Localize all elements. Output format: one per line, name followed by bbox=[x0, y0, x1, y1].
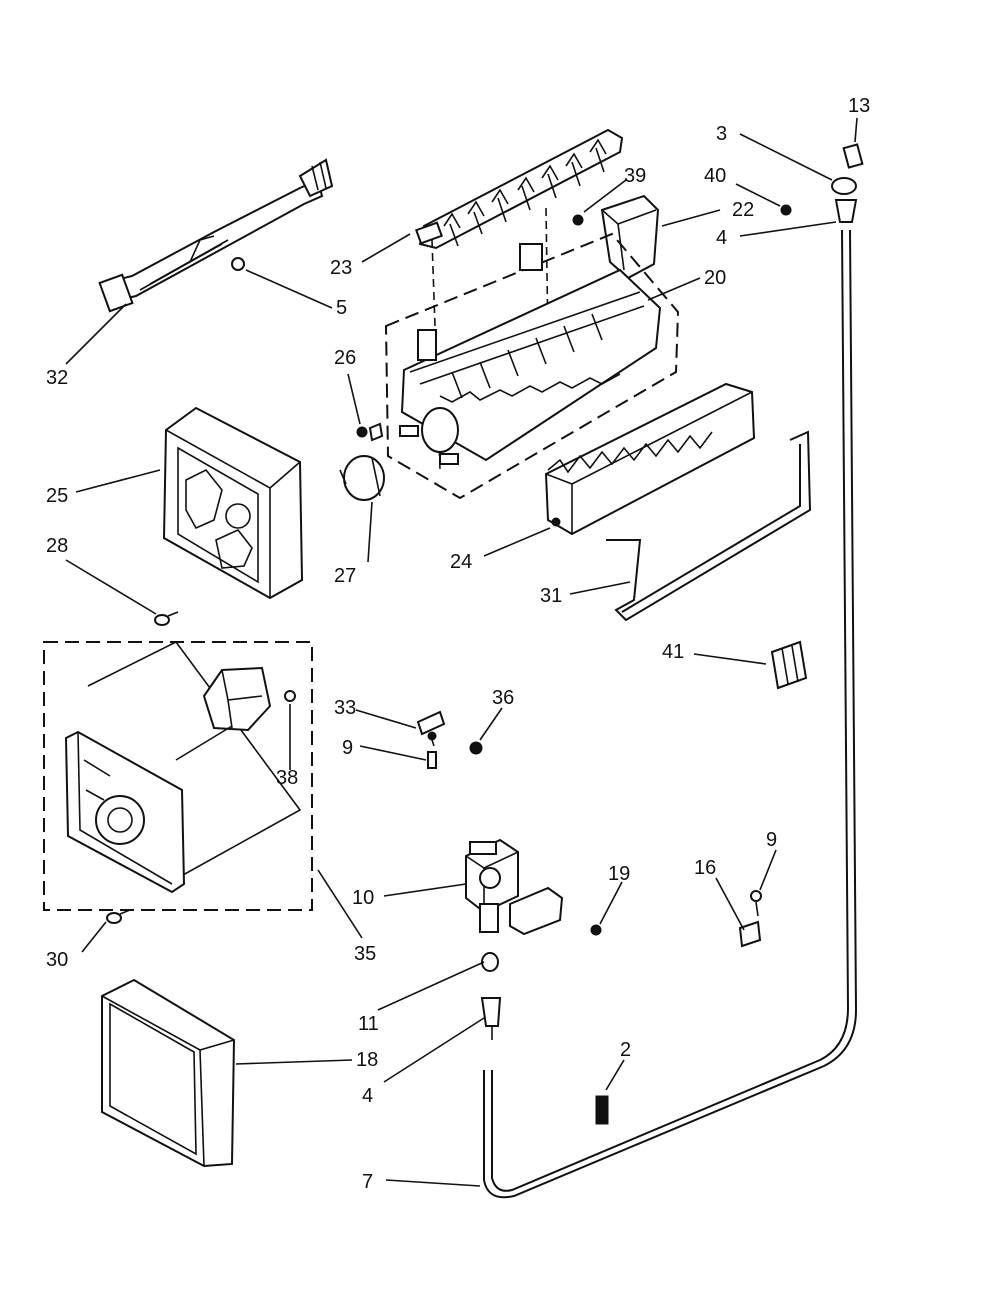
callout-26: 26 bbox=[334, 347, 356, 369]
part-36-screw bbox=[469, 741, 483, 755]
callout-39: 39 bbox=[624, 165, 646, 187]
part-7-water-tube bbox=[483, 229, 858, 1199]
callout-9-upper: 9 bbox=[342, 737, 353, 759]
part-26-screw bbox=[356, 422, 384, 442]
callout-31: 31 bbox=[540, 585, 562, 607]
part-20-ice-mold bbox=[384, 232, 680, 500]
callout-13: 13 bbox=[848, 95, 870, 117]
callout-35: 35 bbox=[354, 943, 376, 965]
callout-40: 40 bbox=[704, 165, 726, 187]
callout-18: 18 bbox=[356, 1049, 378, 1071]
callout-19: 19 bbox=[608, 863, 630, 885]
callout-33: 33 bbox=[334, 697, 356, 719]
part-30-screw bbox=[106, 909, 131, 924]
part-32-wire-harness bbox=[98, 158, 334, 313]
part-19-screw bbox=[590, 924, 602, 936]
callout-32: 32 bbox=[46, 367, 68, 389]
callout-20: 20 bbox=[704, 267, 726, 289]
part-33-bracket bbox=[416, 710, 446, 747]
callout-24: 24 bbox=[450, 551, 472, 573]
part-10-water-valve bbox=[465, 838, 564, 936]
callout-11: 11 bbox=[358, 1013, 379, 1035]
callout-25: 25 bbox=[46, 485, 68, 507]
callout-5: 5 bbox=[336, 297, 347, 319]
callout-3: 3 bbox=[716, 123, 727, 145]
callout-23: 23 bbox=[330, 257, 352, 279]
part-3-nut bbox=[831, 177, 857, 195]
callout-38: 38 bbox=[276, 767, 298, 789]
part-11-nut bbox=[481, 952, 499, 972]
part-31-shutoff-arm bbox=[606, 430, 812, 622]
callout-22: 22 bbox=[732, 199, 754, 221]
part-4-fitting-lower bbox=[480, 997, 502, 1040]
part-35-motor-module bbox=[43, 640, 313, 911]
callout-2: 2 bbox=[620, 1039, 631, 1061]
callout-10: 10 bbox=[352, 887, 374, 909]
callout-16: 16 bbox=[694, 857, 716, 879]
part-18-cover bbox=[101, 978, 236, 1168]
part-13-tube-end bbox=[842, 143, 864, 169]
callout-9-lower: 9 bbox=[766, 829, 777, 851]
callout-30: 30 bbox=[46, 949, 68, 971]
part-40-screw bbox=[780, 204, 792, 216]
part-ejector-blades bbox=[414, 128, 624, 471]
callout-28: 28 bbox=[46, 535, 68, 557]
part-9b-screw bbox=[750, 890, 762, 917]
part-41-clip bbox=[770, 640, 808, 690]
part-22-cover bbox=[600, 194, 660, 280]
callout-4-lower: 4 bbox=[362, 1085, 373, 1107]
callout-27: 27 bbox=[334, 565, 356, 587]
part-24-stripper bbox=[544, 382, 756, 536]
leader-lines bbox=[65, 117, 858, 1187]
part-9a-screw bbox=[427, 751, 437, 769]
part-27-thermostat bbox=[339, 455, 385, 501]
callout-labels: 13 3 40 39 22 4 23 20 5 32 26 25 28 27 2… bbox=[46, 95, 870, 1193]
part-16-clamp bbox=[738, 920, 762, 948]
callout-41: 41 bbox=[662, 641, 684, 663]
part-2-spring bbox=[595, 1095, 609, 1125]
part-4-fitting-upper bbox=[834, 199, 858, 223]
callout-36: 36 bbox=[492, 687, 514, 709]
callout-4-upper: 4 bbox=[716, 227, 727, 249]
callout-7: 7 bbox=[362, 1171, 373, 1193]
part-25-housing bbox=[162, 406, 304, 600]
part-28-screw bbox=[154, 611, 179, 626]
